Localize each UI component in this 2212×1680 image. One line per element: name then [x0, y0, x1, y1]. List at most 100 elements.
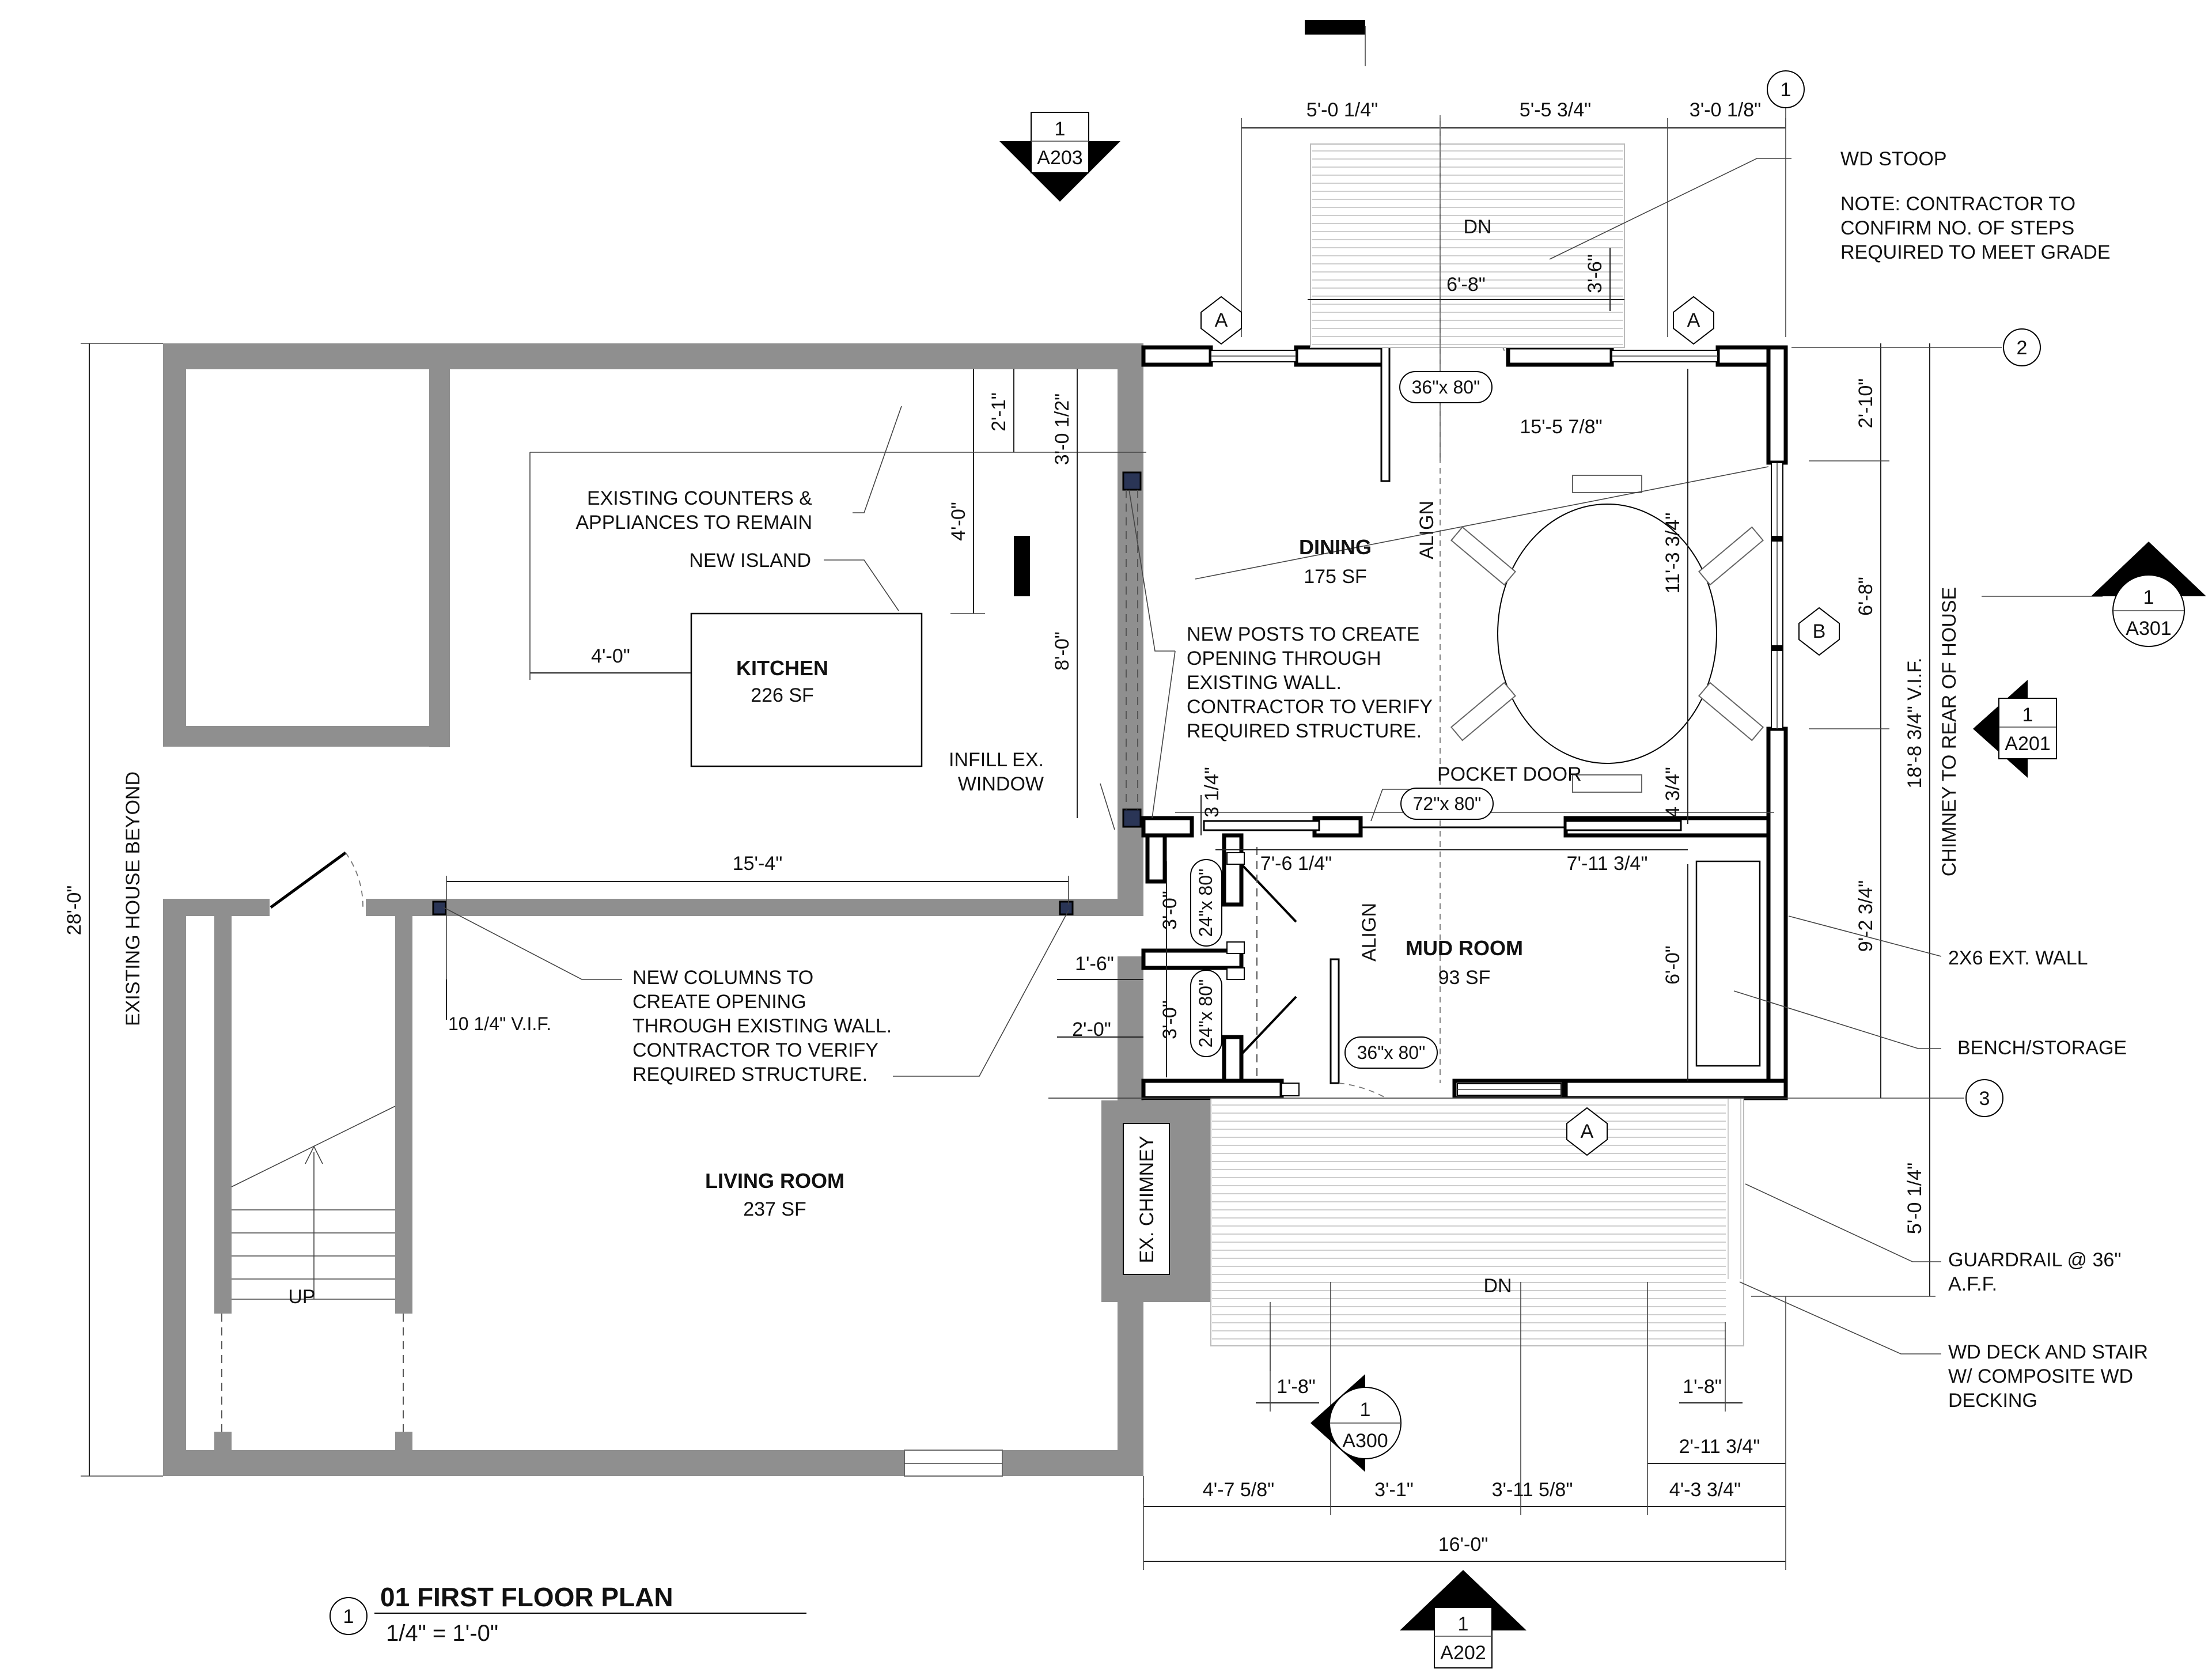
dim-top-2: 5'-5 3/4" [1520, 99, 1591, 121]
svg-text:36"x 80": 36"x 80" [1357, 1042, 1426, 1063]
wd-stoop [1310, 143, 1625, 348]
drawing-title: 1 01 FIRST FLOOR PLAN 1/4" = 1'-0" [329, 1582, 806, 1646]
dim-15-4: 15'-4" [733, 853, 783, 875]
dim-2-0: 2'-0" [1072, 1019, 1111, 1040]
dim-1-6: 1'-6" [1075, 953, 1114, 975]
note-columns-2: CREATE OPENING [632, 991, 806, 1013]
note-vif: 10 1/4" V.I.F. [448, 1013, 551, 1034]
note-new-island: NEW ISLAND [689, 550, 811, 572]
note-posts-3: EXISTING WALL. [1187, 672, 1342, 694]
note-deck-2: W/ COMPOSITE WD [1948, 1365, 2133, 1387]
svg-text:A: A [1581, 1121, 1594, 1142]
new-addition-walls [1141, 345, 1788, 1100]
svg-text:1: 1 [1360, 1399, 1371, 1421]
door-tag-closet-2: 24"x 80" [1190, 970, 1222, 1057]
note-existing-house: EXISTING HOUSE BEYOND [122, 771, 144, 1026]
kitchen-island [690, 612, 923, 767]
svg-text:1: 1 [1055, 118, 1066, 140]
svg-text:24"x 80": 24"x 80" [1195, 869, 1216, 937]
svg-text:24"x 80": 24"x 80" [1195, 979, 1216, 1048]
dining-table [1450, 475, 1764, 793]
svg-text:A301: A301 [2126, 618, 2171, 640]
dim-7-11: 7'-11 3/4" [1567, 853, 1648, 875]
note-posts-1: NEW POSTS TO CREATE [1187, 623, 1419, 645]
dim-top-1: 5'-0 1/4" [1306, 99, 1378, 121]
note-contractor-1: NOTE: CONTRACTOR TO [1840, 193, 2075, 215]
svg-text:A: A [1687, 309, 1700, 331]
dim-3-1q: 3 1/4" [1201, 767, 1223, 818]
dim-b-3-1: 3'-1" [1374, 1479, 1414, 1501]
dim-r-5-0: 5'-0 1/4" [1904, 1163, 1926, 1234]
dining-name: DINING [1299, 535, 1372, 559]
dim-7-6: 7'-6 1/4" [1260, 853, 1332, 875]
note-pocket-door: POCKET DOOR [1437, 763, 1582, 785]
svg-text:A: A [1215, 309, 1228, 331]
note-posts-2: OPENING THROUGH [1187, 648, 1381, 669]
svg-text:A300: A300 [1342, 1430, 1388, 1452]
svg-text:A202: A202 [1440, 1642, 1486, 1664]
note-guardrail-1: GUARDRAIL @ 36" [1948, 1249, 2121, 1271]
door-tag-pocket: 72"x 80" [1400, 788, 1494, 820]
dim-3-0-half: 3'-0 1/2" [1051, 393, 1073, 465]
note-infill-2: WINDOW [958, 773, 1044, 795]
north-arrow-bar [1305, 20, 1365, 35]
window-tag-b: B [1798, 607, 1840, 656]
note-up: UP [288, 1286, 315, 1308]
existing-door [270, 851, 363, 909]
dim-3-0a: 3'-0" [1159, 891, 1181, 930]
svg-text:1: 1 [2022, 704, 2033, 726]
dim-b-4-7: 4'-7 5/8" [1203, 1479, 1274, 1501]
note-columns-4: CONTRACTOR TO VERIFY [632, 1039, 878, 1061]
note-ext-wall: 2X6 EXT. WALL [1948, 947, 2088, 969]
dim-b-4-3: 4'-3 3/4" [1669, 1479, 1741, 1501]
dim-b-1-8a: 1'-8" [1277, 1376, 1316, 1398]
svg-text:B: B [1813, 620, 1826, 642]
door-tag-closet-1: 24"x 80" [1190, 859, 1222, 947]
dim-11-3: 11'-3 3/4" [1662, 513, 1684, 594]
dim-2-1: 2'-1" [988, 392, 1010, 432]
section-marker-a203: 1 A203 [999, 112, 1120, 202]
svg-text:1: 1 [2143, 587, 2154, 608]
dim-r-2-10: 2'-10" [1855, 379, 1877, 429]
note-bench: BENCH/STORAGE [1957, 1037, 2127, 1059]
note-dn-stoop: DN [1463, 216, 1491, 238]
section-marker-a300: 1 A300 [1310, 1374, 1402, 1472]
dim-b-16-0: 16'-0" [1438, 1534, 1488, 1556]
mud-room-name: MUD ROOM [1406, 936, 1523, 960]
wd-deck [1210, 1098, 1744, 1346]
title-scale: 1/4" = 1'-0" [386, 1621, 498, 1646]
dim-stoop-d: 3'-6" [1584, 254, 1606, 293]
dim-4-0-v: 4'-0" [948, 502, 969, 541]
note-deck-3: DECKING [1948, 1390, 2037, 1412]
note-posts-5: REQUIRED STRUCTURE. [1187, 720, 1422, 742]
note-posts-4: CONTRACTOR TO VERIFY [1187, 696, 1433, 718]
door-tag-mud: 36"x 80" [1344, 1036, 1438, 1069]
svg-text:72"x 80": 72"x 80" [1413, 793, 1482, 814]
svg-text:A203: A203 [1037, 147, 1082, 169]
dimension-lines [81, 115, 1936, 1570]
new-windows [1210, 350, 1783, 1100]
note-ex-chimney: EX. CHIMNEY [1136, 1136, 1158, 1263]
note-align-dining: ALIGN [1416, 501, 1438, 559]
dim-r-6-8: 6'-8" [1855, 577, 1877, 616]
note-columns-3: THROUGH EXISTING WALL. [632, 1015, 892, 1037]
living-room-name: LIVING ROOM [705, 1169, 844, 1193]
note-contractor-2: CONFIRM NO. OF STEPS [1840, 217, 2074, 239]
section-marker-a301: 1 A301 [2091, 542, 2206, 647]
dim-b-1-8b: 1'-8" [1683, 1376, 1722, 1398]
dim-4-3q: 4 3/4" [1662, 767, 1684, 818]
dim-3-0b: 3'-0" [1159, 1000, 1181, 1039]
dim-28-0: 28'-0" [63, 886, 85, 936]
dim-6-0: 6'-0" [1662, 945, 1684, 985]
dim-b-3-11: 3'-11 5/8" [1492, 1479, 1573, 1501]
window-tag-a-1: A [1200, 296, 1242, 345]
section-marker-a201: 1 A201 [1973, 680, 2057, 778]
door-tag-stoop: 36"x 80" [1399, 371, 1493, 403]
dim-r-9-2: 9'-2 3/4" [1855, 880, 1877, 952]
window-tag-a-2: A [1673, 296, 1714, 345]
svg-text:36"x 80": 36"x 80" [1412, 377, 1480, 398]
note-dn-deck: DN [1483, 1275, 1512, 1297]
grid-bubble-1: 1 [1767, 70, 1805, 108]
dim-r-18-8: 18'-8 3/4" V.I.F. [1904, 657, 1926, 788]
